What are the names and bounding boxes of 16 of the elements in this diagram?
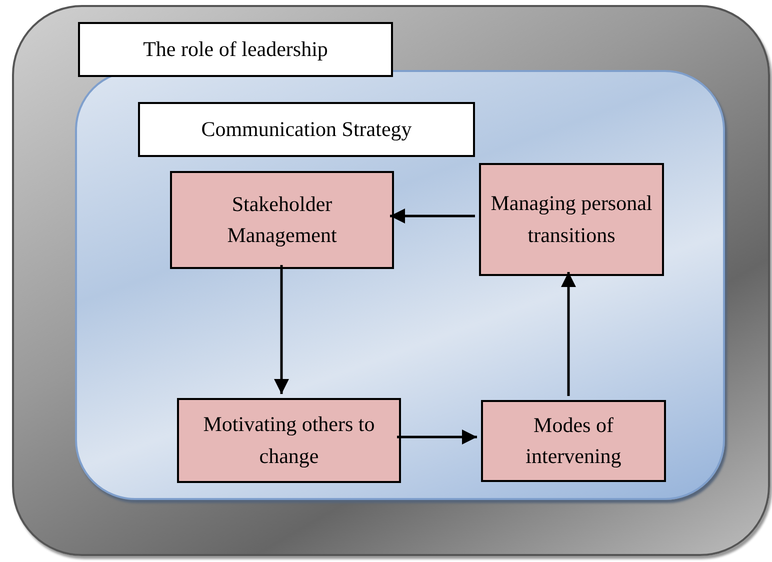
box-label: Managing personal transitions — [490, 190, 654, 248]
heading-label: Communication Strategy — [138, 102, 475, 157]
box-label: Motivating others to change — [202, 411, 376, 470]
arrow — [274, 265, 289, 394]
process-box — [479, 163, 664, 276]
heading-label: The role of leadership — [78, 22, 393, 77]
process-box — [481, 400, 666, 482]
arrow — [390, 208, 475, 224]
outer-panel — [12, 5, 770, 556]
arrow — [397, 430, 477, 444]
inner-panel — [75, 70, 725, 500]
process-box — [170, 171, 394, 269]
arrow — [561, 272, 576, 396]
process-box — [177, 398, 401, 483]
box-label: Stakeholder Management — [226, 190, 338, 249]
box-label: Modes of intervening — [524, 412, 622, 470]
